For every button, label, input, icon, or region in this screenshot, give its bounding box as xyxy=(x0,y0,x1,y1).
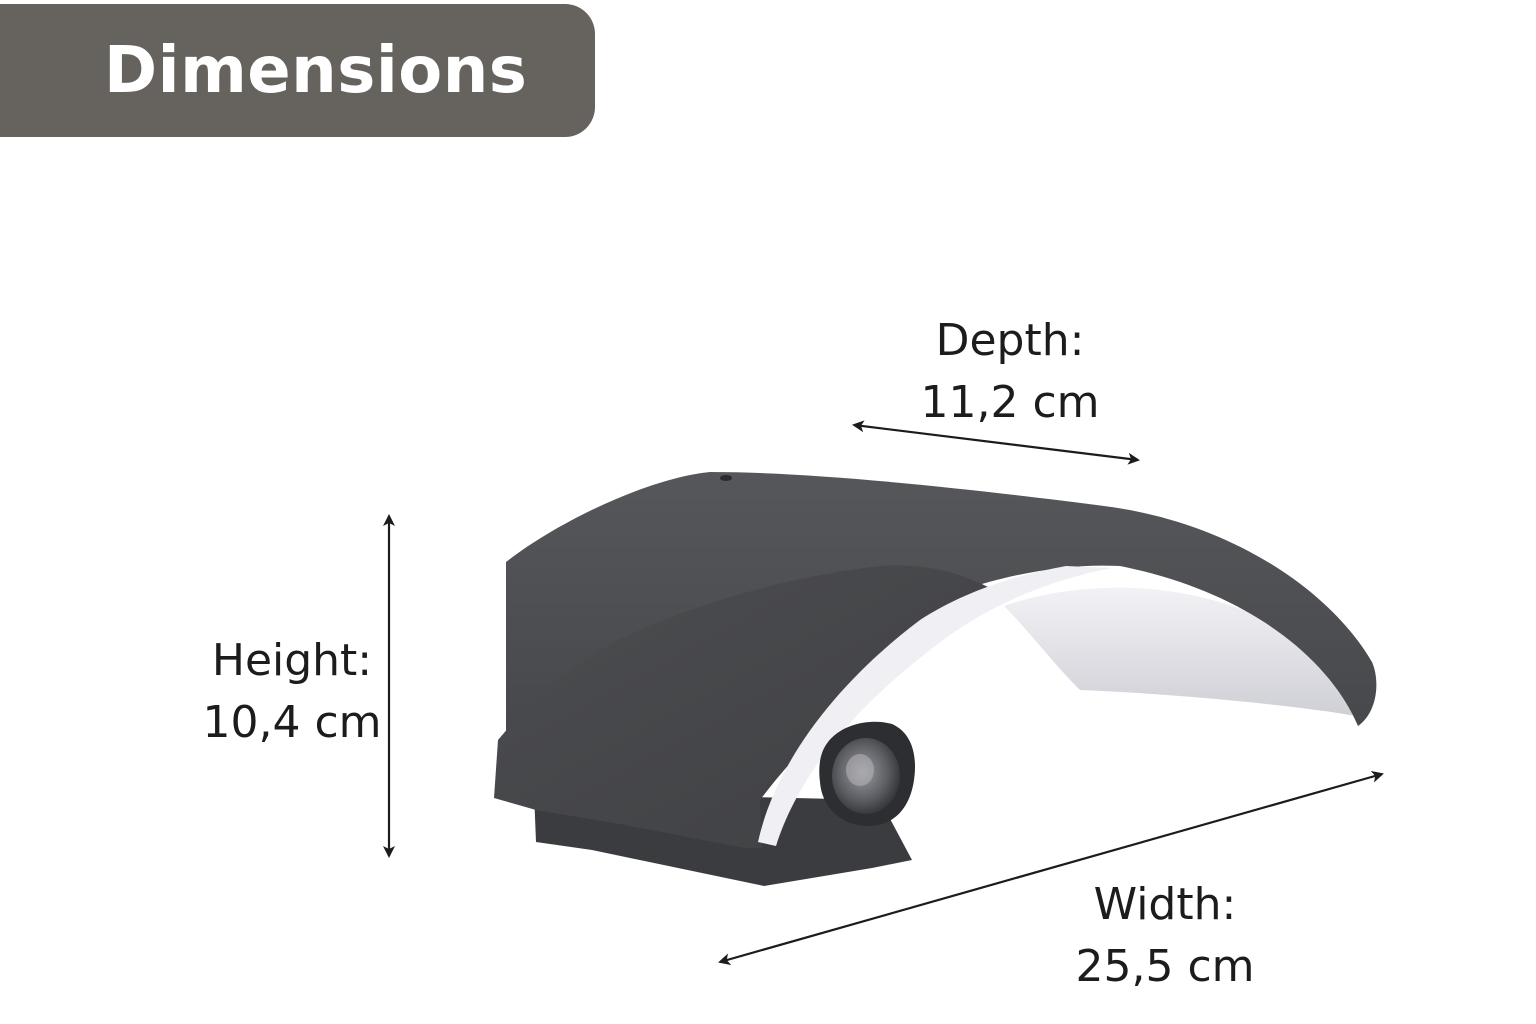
dimension-arrows xyxy=(383,420,1384,966)
motion-sensor xyxy=(819,721,916,826)
depth-label-value: 11,2 cm xyxy=(920,377,1100,428)
lamp-front-face xyxy=(494,565,1010,848)
lamp-diffuser xyxy=(1004,587,1356,716)
height-label-value: 10,4 cm xyxy=(202,697,382,748)
height-label: Height: 10,4 cm xyxy=(192,630,392,754)
width-label-title: Width: xyxy=(1093,879,1237,930)
depth-label-title: Depth: xyxy=(935,315,1085,366)
title-badge: Dimensions xyxy=(0,4,595,137)
wall-lamp xyxy=(494,472,1377,886)
lamp-light-strip xyxy=(758,566,1112,846)
width-label: Width: 25,5 cm xyxy=(1050,874,1280,998)
depth-arrow xyxy=(852,420,1140,465)
screw-hole xyxy=(720,475,732,481)
width-arrow xyxy=(718,770,1384,966)
depth-label: Depth: 11,2 cm xyxy=(900,310,1120,434)
page-title: Dimensions xyxy=(104,33,528,108)
width-label-value: 25,5 cm xyxy=(1075,941,1255,992)
height-label-title: Height: xyxy=(211,635,373,686)
